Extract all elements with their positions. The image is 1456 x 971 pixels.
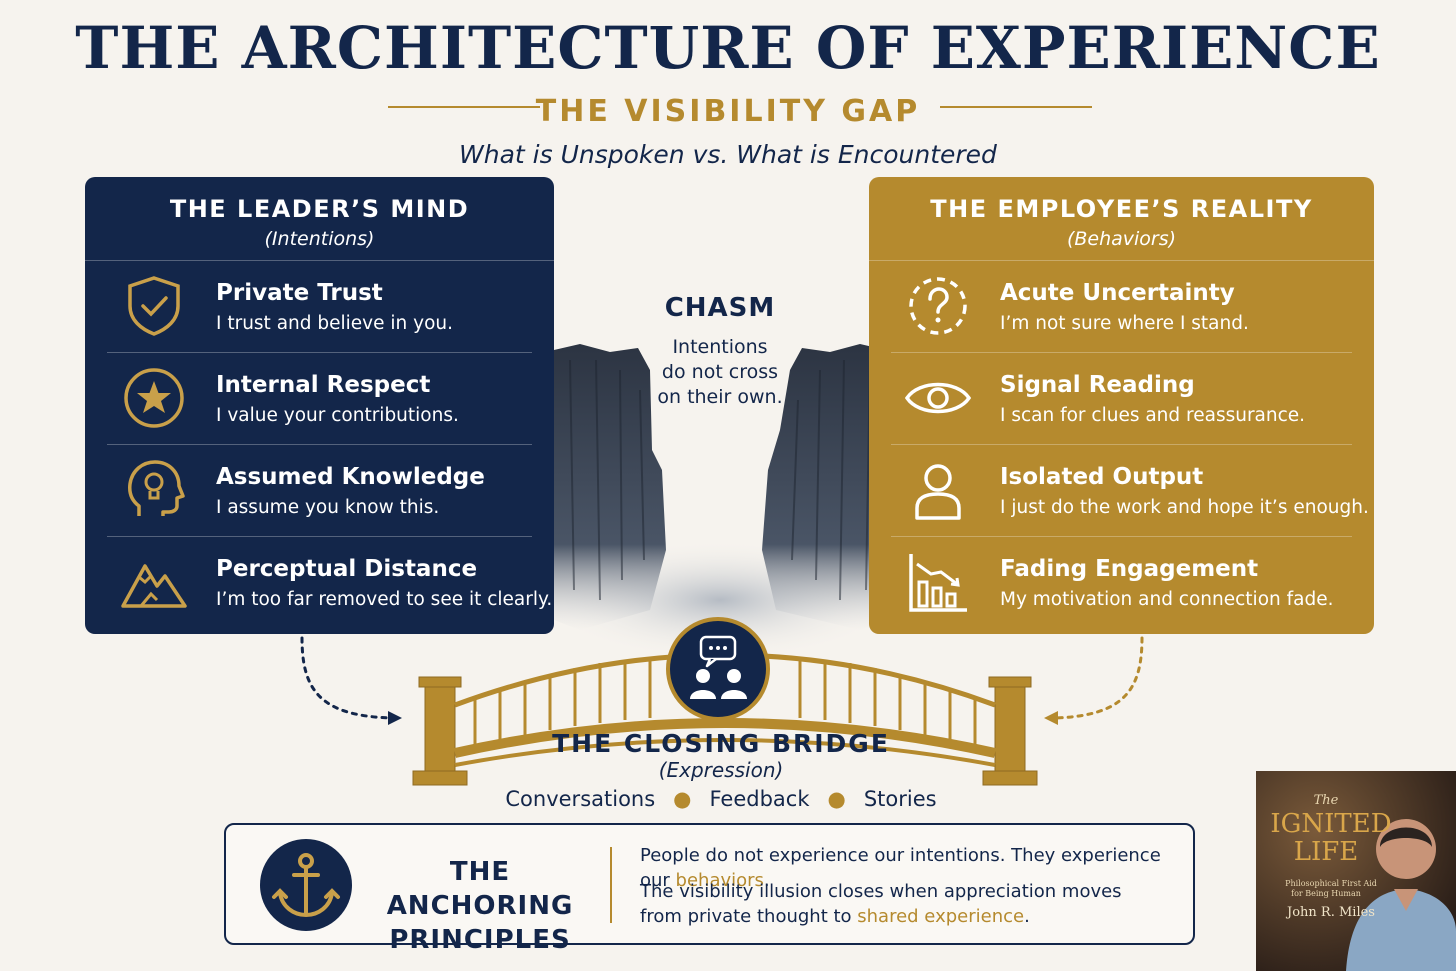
question-circle-icon (909, 277, 967, 335)
item-description: I’m too far removed to see it clearly. (216, 589, 553, 610)
item-description: I’m not sure where I stand. (1000, 313, 1249, 334)
anchor-icon (272, 853, 340, 918)
mountains-icon (121, 564, 187, 608)
employee-panel-header: THE EMPLOYEE’S REALITY (Behaviors) (869, 177, 1374, 261)
leader-item-assumed-knowledge: Assumed Knowledge I assume you know this… (107, 444, 532, 537)
principle-highlight: shared experience (857, 906, 1025, 927)
book-author: John R. Miles (1287, 905, 1375, 920)
page-tagline: What is Unspoken vs. What is Encountered (459, 140, 997, 169)
item-description: My motivation and connection fade. (1000, 589, 1334, 610)
employee-panel-title: THE EMPLOYEE’S REALITY (930, 195, 1313, 223)
book-cover: The IGNITED LIFE Philosophical First Aid… (1256, 771, 1456, 971)
bullet-dot-icon: ● (673, 787, 692, 811)
shield-check-icon (128, 276, 180, 336)
leader-mind-panel: THE LEADER’S MIND (Intentions) Private T… (85, 177, 554, 634)
item-description: I assume you know this. (216, 497, 440, 518)
item-description: I scan for clues and reassurance. (1000, 405, 1306, 426)
book-subtitle-2: for Being Human (1291, 889, 1361, 898)
bullet-dot-icon: ● (827, 787, 846, 811)
employee-panel-subtitle: (Behaviors) (1066, 228, 1177, 250)
page-title: THE ARCHITECTURE OF EXPERIENCE (75, 14, 1381, 82)
item-title: Isolated Output (1000, 464, 1204, 490)
principle-text: from private thought to (640, 906, 858, 927)
principle-highlight: behaviors (675, 870, 764, 891)
page-subtitle: THE VISIBILITY GAP (535, 94, 921, 129)
head-lightbulb-icon (128, 460, 185, 516)
anchoring-label-line: PRINCIPLES (389, 925, 571, 955)
principle-text: . (763, 870, 770, 891)
anchoring-label-line: THE ANCHORING (386, 857, 574, 921)
bridge-item-feedback: Feedback (709, 787, 810, 811)
leader-item-perceptual-distance: Perceptual Distance I’m too far removed … (107, 536, 552, 628)
anchoring-divider (610, 847, 612, 923)
title-rule-right (940, 106, 1092, 108)
star-circle-icon (124, 368, 184, 428)
item-description: I just do the work and hope it’s enough. (1000, 497, 1369, 518)
leader-panel-subtitle: (Intentions) (264, 228, 375, 250)
leader-panel-title: THE LEADER’S MIND (169, 195, 470, 223)
principle-text: . (1024, 906, 1030, 927)
item-title: Acute Uncertainty (1000, 280, 1235, 306)
employee-item-fading-engagement: Fading Engagement My motivation and conn… (891, 536, 1352, 628)
left-dotted-arrow (300, 636, 402, 725)
item-title: Signal Reading (1000, 372, 1195, 398)
chasm-line: do not cross (661, 361, 779, 383)
leader-panel-header: THE LEADER’S MIND (Intentions) (85, 177, 554, 261)
item-description: I value your contributions. (216, 405, 459, 426)
chasm-description: Intentions do not cross on their own. (620, 335, 820, 410)
leader-item-internal-respect: Internal Respect I value your contributi… (107, 352, 532, 445)
item-title: Assumed Knowledge (216, 464, 485, 490)
bridge-illustration (412, 617, 1038, 786)
right-dotted-arrow (1044, 636, 1144, 725)
anchoring-label: THE ANCHORING PRINCIPLES (370, 855, 590, 957)
leader-item-private-trust: Private Trust I trust and believe in you… (107, 260, 532, 353)
declining-chart-icon (909, 554, 967, 612)
title-rule-left (388, 106, 540, 108)
book-title-ignited: IGNITED (1270, 809, 1392, 839)
bridge-items: Conversations ● Feedback ● Stories (470, 787, 972, 811)
eye-icon (905, 382, 971, 414)
chasm-line: on their own. (657, 386, 783, 408)
employee-item-acute-uncertainty: Acute Uncertainty I’m not sure where I s… (891, 260, 1352, 353)
bridge-item-conversations: Conversations (505, 787, 656, 811)
book-subtitle-1: Philosophical First Aid (1285, 879, 1377, 888)
principle-1: People do not experience our intentions.… (640, 843, 1193, 893)
book-cover-art (1256, 771, 1456, 971)
chasm-cliffs-illustration (540, 344, 900, 650)
anchoring-principles-box: THE ANCHORING PRINCIPLES People do not e… (224, 823, 1195, 955)
item-description: I trust and believe in you. (216, 313, 453, 334)
item-title: Perceptual Distance (216, 556, 478, 582)
book-title-the: The (1313, 793, 1339, 808)
book-title-life: LIFE (1293, 837, 1359, 867)
employee-item-isolated-output: Isolated Output I just do the work and h… (891, 444, 1369, 537)
anchor-badge (260, 839, 352, 931)
bridge-item-stories: Stories (863, 787, 937, 811)
conversation-people-icon (666, 617, 770, 721)
chasm-line: Intentions (672, 336, 768, 358)
bridge-subtitle: (Expression) (658, 758, 784, 782)
principle-line: from private thought to shared experienc… (640, 904, 1122, 929)
employee-item-signal-reading: Signal Reading I scan for clues and reas… (891, 352, 1352, 445)
principle-text: The visibility illusion closes when appr… (640, 881, 1122, 902)
principle-2: The visibility illusion closes when appr… (640, 879, 1122, 929)
item-title: Internal Respect (216, 372, 431, 398)
item-title: Private Trust (216, 280, 383, 306)
person-icon (915, 464, 961, 520)
principle-text: People do not experience our intentions.… (640, 845, 1161, 891)
bridge-title: THE CLOSING BRIDGE (552, 729, 890, 758)
employee-reality-panel: THE EMPLOYEE’S REALITY (Behaviors) Acute… (869, 177, 1374, 634)
chasm-title: CHASM (664, 293, 776, 323)
item-title: Fading Engagement (1000, 556, 1259, 582)
